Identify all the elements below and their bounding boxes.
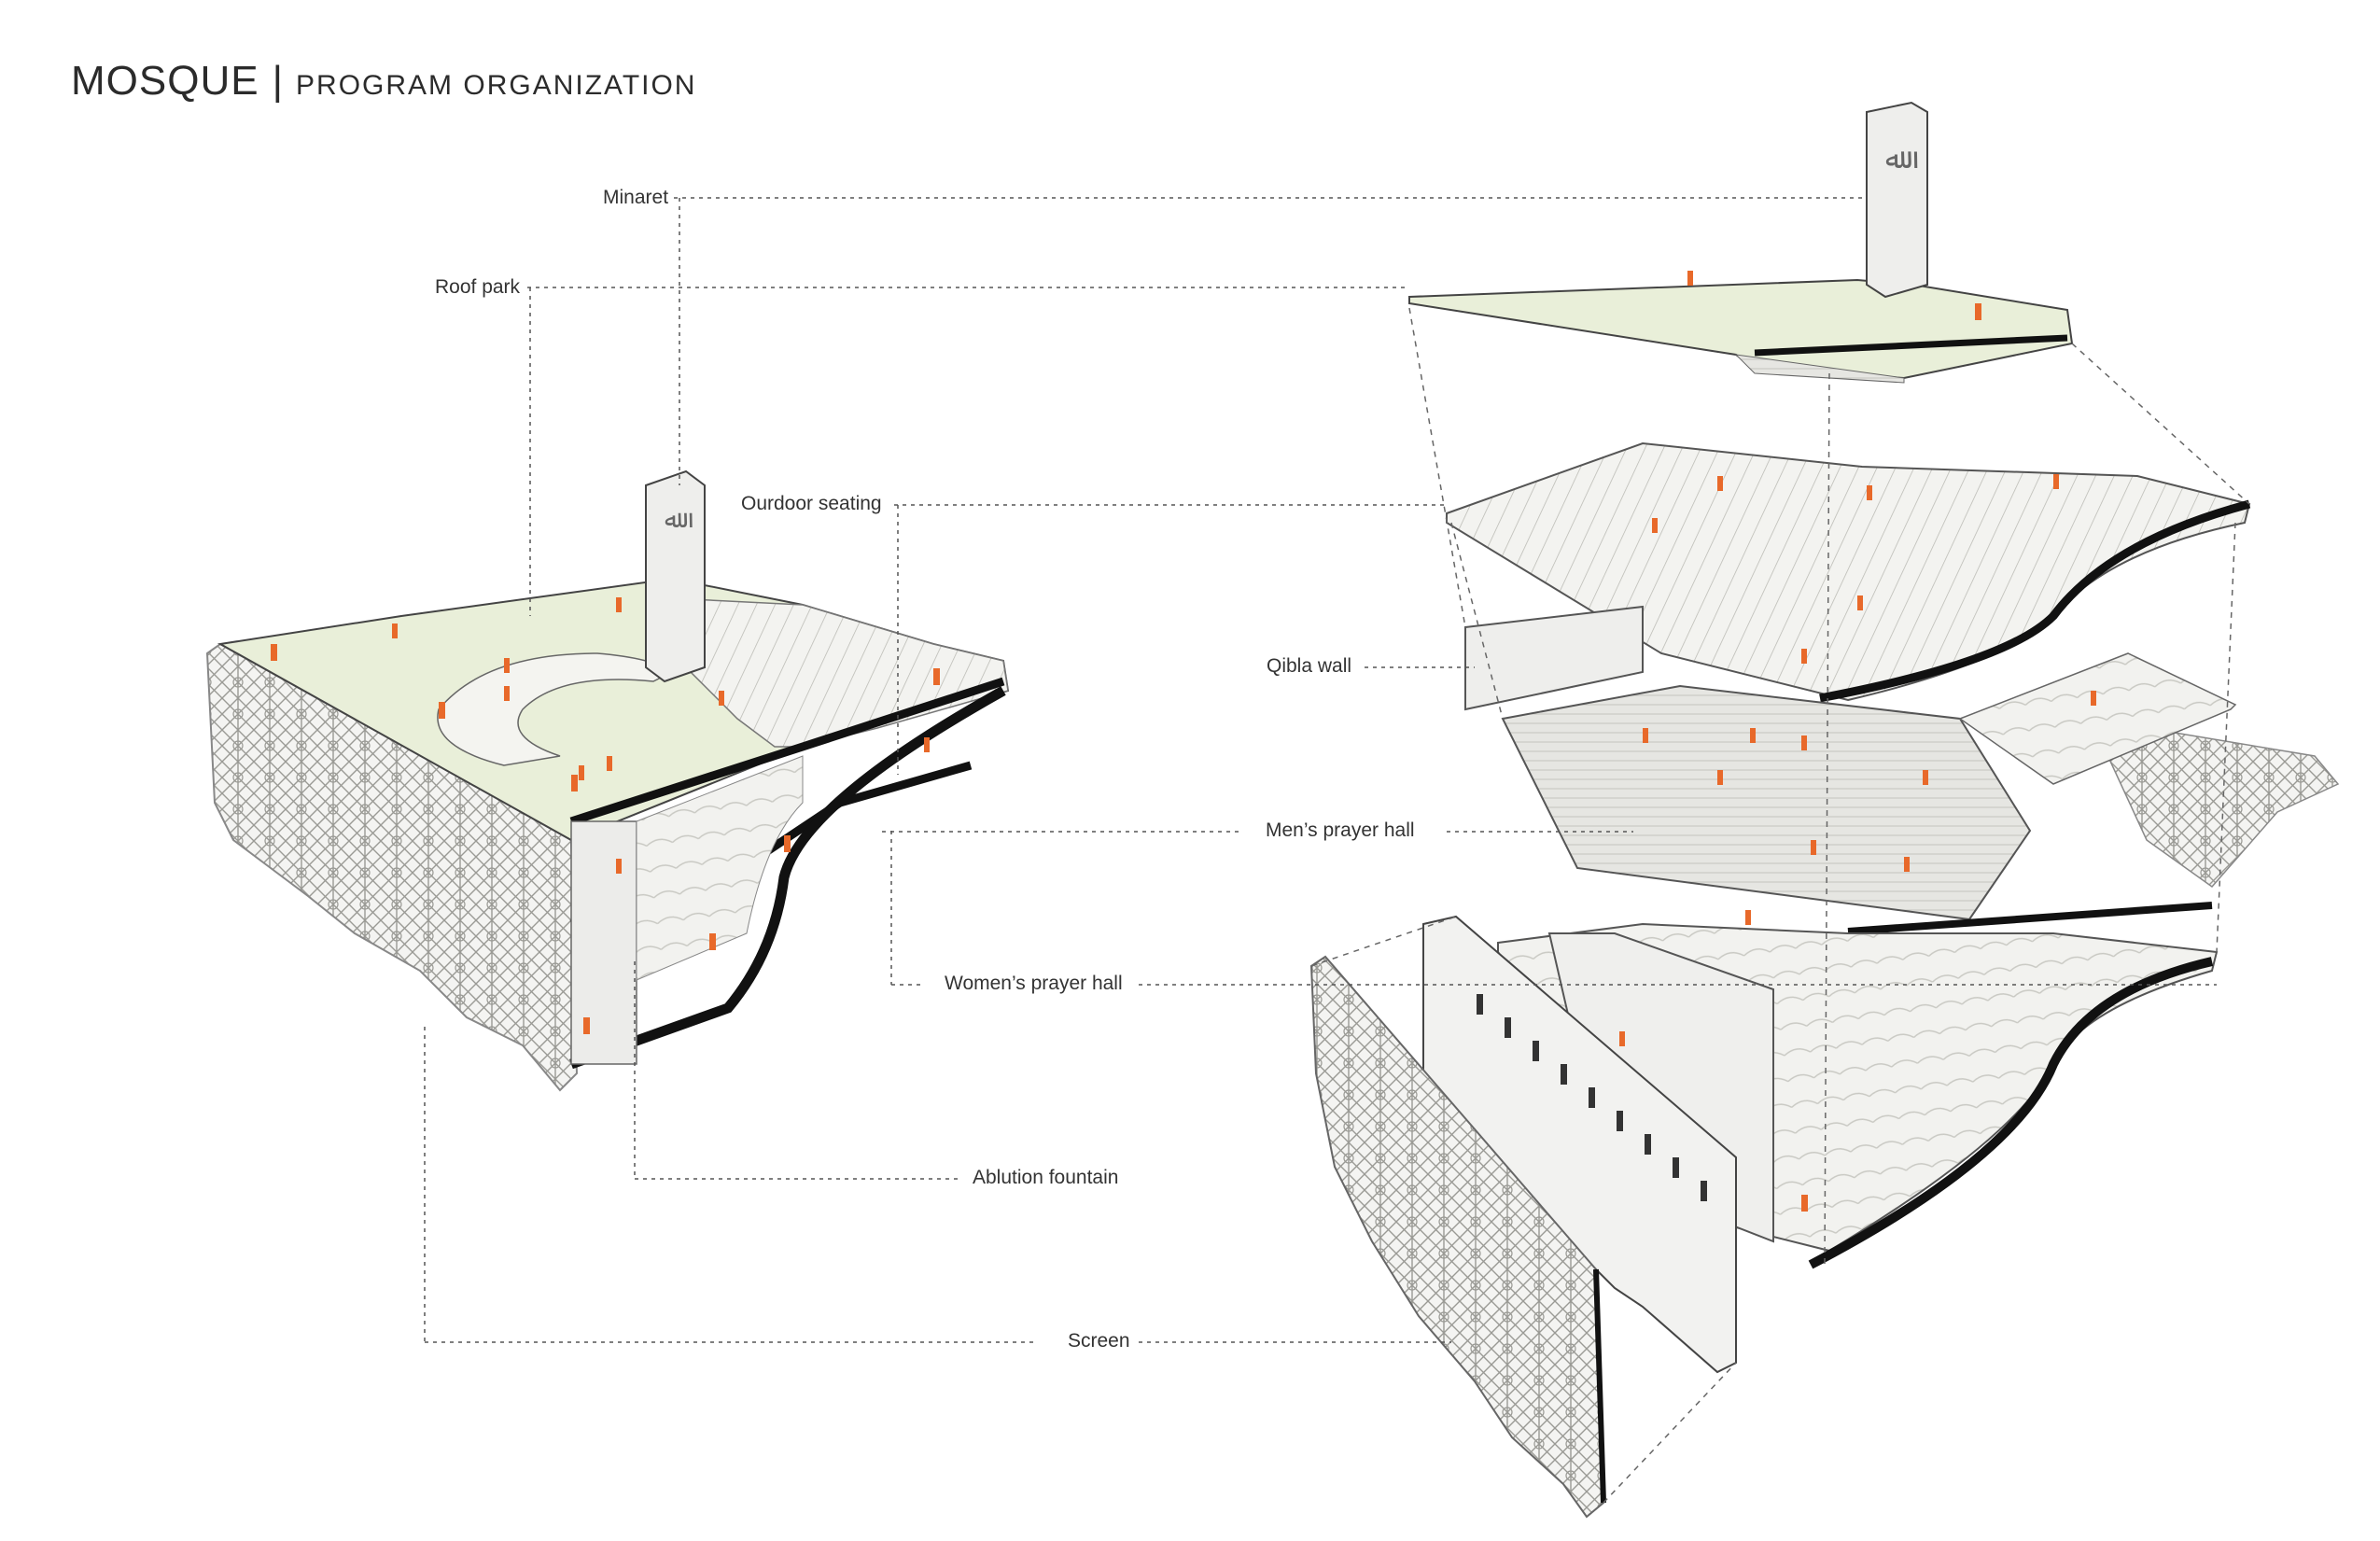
label-outdoor-seating: Ourdoor seating [735,493,888,515]
interior-section-left [570,820,637,1065]
side-screen-upper [2089,718,2340,889]
outdoor-seating-edge [1819,499,2251,703]
roof-layer [1408,278,2074,380]
side-wall-upper [1958,652,2237,785]
exploded-axonometric: ﷲ [1309,101,2340,1519]
mens-prayer-hall-slab-edge [1847,902,2213,935]
label-roof-park: Roof park [429,276,526,299]
title-subtitle: PROGRAM ORGANIZATION [296,70,697,101]
label-mens-prayer-hall: Men’s prayer hall [1260,820,1421,842]
minaret-left [645,469,706,683]
floor-slab-lower [569,686,1006,1070]
leader-lines [424,197,2217,1343]
interior-prayer-hall [636,755,804,981]
minaret-right [1866,101,1928,299]
screen-panel-edge [1593,1268,1606,1504]
label-womens-prayer-hall: Women’s prayer hall [939,973,1128,995]
floor-slab-upper [569,677,1005,826]
people-figures [271,271,2096,1212]
roof-walkway [437,652,674,766]
label-screen: Screen [1062,1330,1136,1352]
assembled-building: ﷲ [205,469,1010,1092]
qibla-wall-panel [1464,605,1644,711]
roof-layer-underside [1734,354,1905,384]
label-minaret: Minaret [597,187,675,209]
label-qibla-wall: Qibla wall [1261,655,1358,678]
diagram-title: MOSQUE | PROGRAM ORGANIZATION [71,58,696,105]
roof-layer-edge [1754,334,2068,357]
facade-windows [1477,994,1707,1201]
mens-prayer-hall-plate [1501,684,2032,921]
title-main: MOSQUE [71,58,259,104]
title-separator: | [272,58,284,104]
womens-prayer-hall-slab-edge [1808,957,2214,1269]
projection-lines [1310,307,2250,1504]
label-ablution-fountain: Ablution fountain [967,1167,1125,1189]
